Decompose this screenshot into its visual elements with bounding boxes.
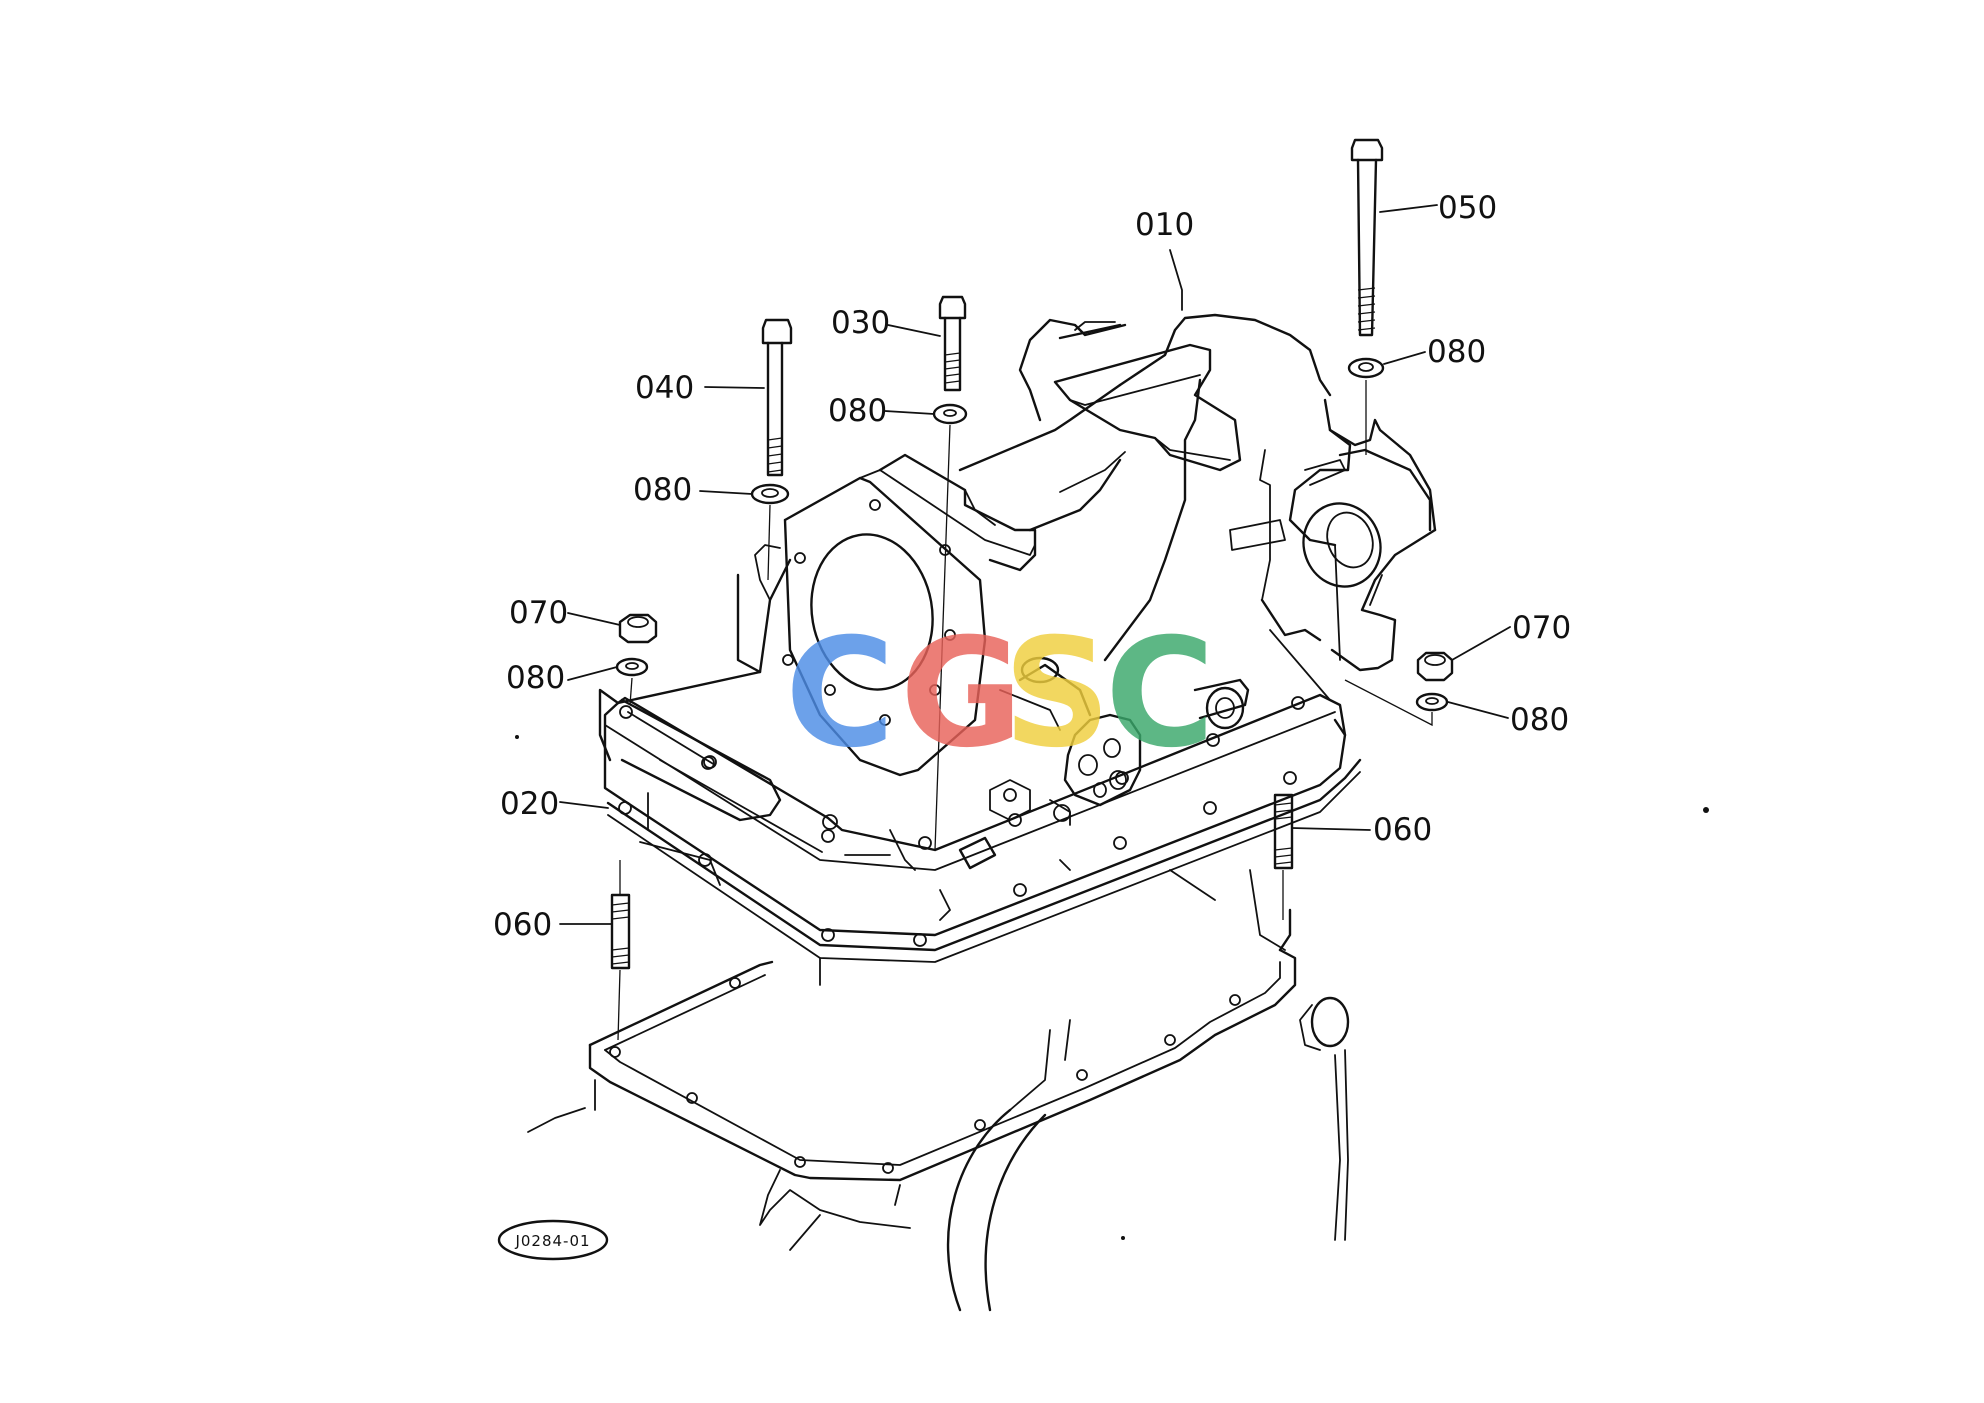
watermark-letter-c2: C (1105, 607, 1215, 781)
bolt-030-part (938, 295, 967, 392)
watermark-letter-c1: C (785, 607, 895, 781)
callout-040: 040 (635, 370, 694, 406)
nut-070-right-part (1416, 651, 1454, 682)
callout-080-right-lower: 080 (1510, 702, 1569, 738)
callout-030: 030 (831, 305, 890, 341)
callout-080-left-upper: 080 (633, 472, 692, 508)
callout-080-center: 080 (828, 393, 887, 429)
callout-010: 010 (1135, 207, 1194, 243)
callout-labels: 010 050 030 080 040 080 080 070 080 070 … (493, 190, 1571, 943)
engine-block-bolt-holes (609, 977, 1241, 1174)
engine-block-outline (527, 869, 1350, 1312)
speck-dot (515, 735, 519, 739)
bolt-040-part (761, 318, 793, 477)
watermark-letter-g: G (900, 607, 1023, 781)
speck-dot (1121, 1236, 1125, 1240)
callout-060-left: 060 (493, 907, 552, 943)
speck-dot (1703, 807, 1709, 813)
front-plate-bolt-holes (782, 499, 956, 726)
transmission-case-part (598, 313, 1437, 921)
stud-060-left-part (610, 860, 631, 1041)
watermark-letter-s: S (1003, 607, 1111, 781)
callout-080-left-lower: 080 (506, 660, 565, 696)
flange-bolt-holes (618, 696, 1305, 947)
bolt-050-part (1350, 138, 1384, 337)
callout-070-right: 070 (1512, 610, 1571, 646)
callout-080-upper-right: 080 (1427, 334, 1486, 370)
callout-070-left: 070 (509, 595, 568, 631)
drawing-code-stamp: J0284-01 (497, 1219, 609, 1261)
case-base-flange (603, 693, 1347, 947)
stud-060-right-part (1273, 793, 1294, 920)
drawing-code-text: J0284-01 (514, 1232, 590, 1250)
washer-080-upper-right-part (1347, 357, 1385, 455)
nut-070-left-part (618, 613, 658, 644)
watermark-logo: C G S C (785, 607, 1215, 781)
gasket-part (606, 758, 1362, 986)
leader-lines (559, 204, 1511, 925)
callout-050: 050 (1438, 190, 1497, 226)
callout-020: 020 (500, 786, 559, 822)
washer-080-right-lower-part (1344, 679, 1449, 727)
callout-060-right: 060 (1373, 812, 1432, 848)
